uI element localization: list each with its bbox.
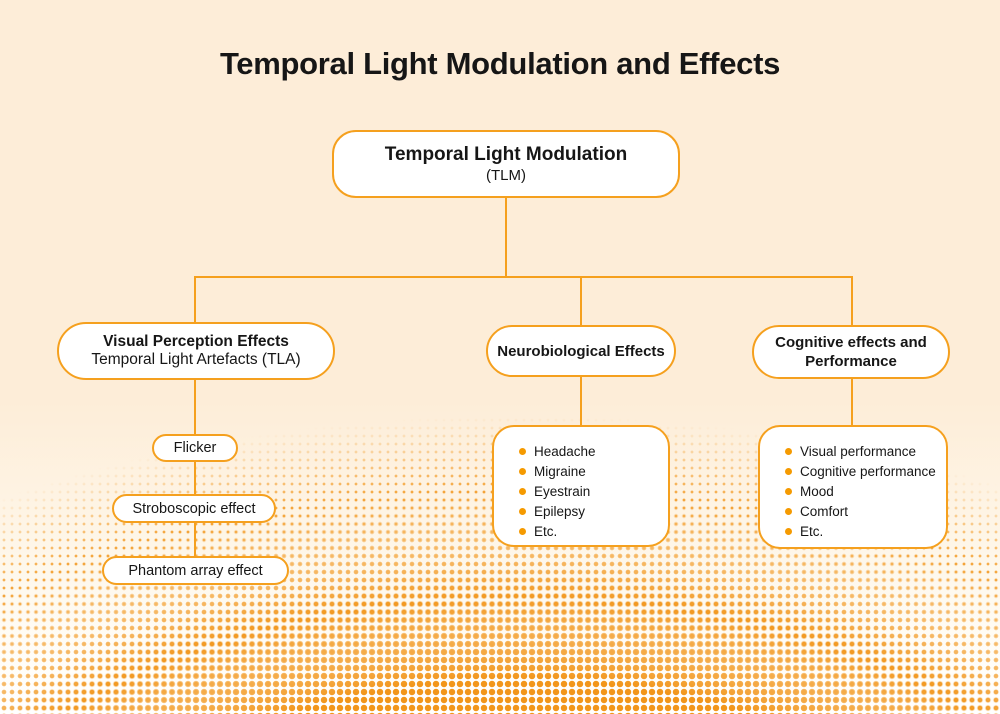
node-neurobiological-title: Neurobiological Effects <box>497 342 665 360</box>
list-item-label: Etc. <box>800 523 824 539</box>
node-stroboscopic-effect: Stroboscopic effect <box>112 494 276 523</box>
connector-root-trunk <box>505 197 507 277</box>
connector-drop-cognitive <box>851 277 853 325</box>
node-phantom-array-effect-label: Phantom array effect <box>128 562 263 579</box>
connector-stroboscopic-phantom <box>194 523 196 556</box>
connector-flicker-stroboscopic <box>194 462 196 495</box>
connector-cognitive-list <box>851 379 853 425</box>
node-flicker-label: Flicker <box>173 440 217 456</box>
bullet-icon <box>785 487 792 495</box>
list-item-label: Migraine <box>534 463 586 479</box>
connector-drop-visual <box>194 277 196 322</box>
list-item: Etc. <box>785 521 936 541</box>
list-item-label: Epilepsy <box>534 503 586 519</box>
node-cognitive: Cognitive effects and Performance <box>752 325 950 379</box>
node-cognitive-title: Cognitive effects and Performance <box>775 334 927 370</box>
list-item-label: Eyestrain <box>534 483 591 499</box>
node-tlm-title: Temporal Light Modulation <box>384 144 628 165</box>
connector-visual-flicker <box>194 380 196 434</box>
node-neurobiological: Neurobiological Effects <box>486 325 676 377</box>
list-item-label: Etc. <box>534 523 558 539</box>
list-item: Migraine <box>519 461 658 481</box>
list-neurobiological-effects: Headache Migraine Eyestrain Epilepsy Etc… <box>492 425 670 547</box>
list-item: Cognitive performance <box>785 461 936 481</box>
node-visual-perception: Visual Perception Effects Temporal Light… <box>57 322 335 380</box>
connector-neurobiological-list <box>580 377 582 425</box>
bullet-icon <box>785 447 792 455</box>
node-visual-subtitle: Temporal Light Artefacts (TLA) <box>91 351 301 368</box>
list-item: Headache <box>519 441 658 461</box>
list-item-label: Mood <box>800 483 834 499</box>
list-item: Eyestrain <box>519 481 658 501</box>
connector-drop-neurobiological <box>580 277 582 325</box>
list-item-label: Cognitive performance <box>800 463 936 479</box>
list-item-label: Headache <box>534 443 596 459</box>
page-title: Temporal Light Modulation and Effects <box>219 46 781 81</box>
node-tlm-root: Temporal Light Modulation (TLM) <box>332 130 680 198</box>
node-visual-title: Visual Perception Effects <box>103 333 289 350</box>
bullet-icon <box>519 527 526 535</box>
bullet-icon <box>785 527 792 535</box>
bullet-icon <box>785 467 792 475</box>
list-item: Etc. <box>519 521 658 541</box>
bullet-icon <box>519 487 526 495</box>
connector-branch-bar <box>194 276 853 278</box>
list-item: Epilepsy <box>519 501 658 521</box>
list-item: Mood <box>785 481 936 501</box>
list-item-label: Comfort <box>800 503 849 519</box>
bullet-icon <box>519 507 526 515</box>
bullet-icon <box>519 467 526 475</box>
list-item-label: Visual performance <box>800 443 917 459</box>
bullet-icon <box>785 507 792 515</box>
list-item: Visual performance <box>785 441 936 461</box>
list-cognitive-effects: Visual performance Cognitive performance… <box>758 425 948 549</box>
bullet-icon <box>519 447 526 455</box>
node-tlm-subtitle: (TLM) <box>486 167 526 184</box>
node-flicker: Flicker <box>152 434 238 462</box>
list-item: Comfort <box>785 501 936 521</box>
node-phantom-array-effect: Phantom array effect <box>102 556 289 585</box>
node-stroboscopic-effect-label: Stroboscopic effect <box>132 500 256 517</box>
